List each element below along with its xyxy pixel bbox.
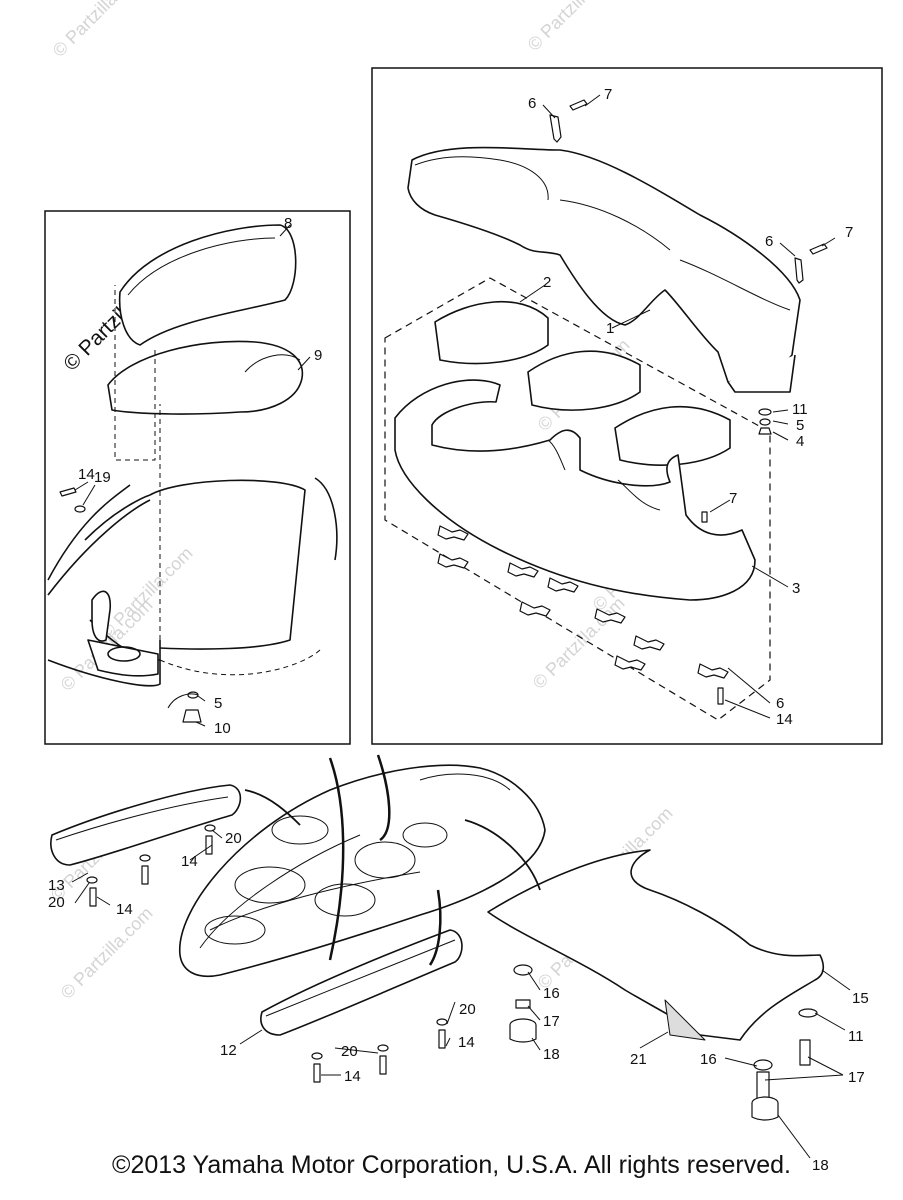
backrest-upper [407, 146, 801, 393]
callout-3: 3 [792, 580, 800, 597]
backrest-cushion [118, 224, 297, 346]
callout-6: 6 [528, 95, 536, 112]
callout-14: 14 [116, 901, 133, 918]
fasteners-right [549, 99, 828, 705]
callout-13: 13 [48, 877, 65, 894]
callout-labels: 7 6 8 9 6 7 2 1 11 5 4 14 19 7 3 6 14 5 … [48, 86, 869, 1174]
assembly-outline [384, 277, 771, 721]
inset-panel-right [371, 67, 883, 745]
watermark: © Partzilla.com [524, 0, 624, 55]
callout-17: 17 [543, 1013, 560, 1030]
callout-2: 2 [543, 274, 551, 291]
assembly-arrows [244, 754, 541, 966]
callout-20: 20 [341, 1043, 358, 1060]
callout-10: 10 [214, 720, 231, 737]
callout-7: 7 [845, 224, 853, 241]
callout-5: 5 [796, 417, 804, 434]
callout-17: 17 [848, 1069, 865, 1086]
callout-7: 7 [604, 86, 612, 103]
bolts-bottom [86, 824, 448, 1083]
callout-14: 14 [344, 1068, 361, 1085]
callout-21: 21 [630, 1051, 647, 1068]
callout-11: 11 [792, 401, 808, 418]
callout-8: 8 [284, 215, 292, 232]
callout-1: 1 [606, 320, 614, 337]
side-cushion-13 [50, 784, 242, 866]
seat-cushions [434, 300, 731, 466]
callout-16: 16 [700, 1051, 717, 1068]
callout-20: 20 [48, 894, 65, 911]
callout-14: 14 [458, 1034, 475, 1051]
callout-18: 18 [543, 1046, 560, 1063]
hull-interior-left [47, 285, 338, 687]
callout-4: 4 [796, 433, 804, 450]
seat-base [394, 379, 756, 601]
callout-11: 11 [848, 1028, 864, 1045]
brackets [437, 525, 729, 679]
watermark: © Partzilla.com [49, 0, 149, 61]
floor-cover [487, 849, 825, 1041]
callout-12: 12 [220, 1042, 237, 1059]
callout-14: 14 [181, 853, 198, 870]
callout-20: 20 [459, 1001, 476, 1018]
callout-6: 6 [776, 695, 784, 712]
callout-5: 5 [214, 695, 222, 712]
copyright-notice: ©2013 Yamaha Motor Corporation, U.S.A. A… [112, 1151, 791, 1179]
callout-19: 19 [94, 469, 111, 486]
inset-panel-left [44, 210, 351, 745]
grommets [509, 964, 818, 1121]
watermark: © Partzilla.com [57, 903, 157, 1003]
callout-7: 7 [729, 490, 737, 507]
callout-14: 14 [78, 466, 95, 483]
callout-15: 15 [852, 990, 869, 1007]
callout-9: 9 [314, 347, 322, 364]
leader-lines [71, 94, 851, 1159]
callout-20: 20 [225, 830, 242, 847]
callout-14: 14 [776, 711, 793, 728]
callout-18: 18 [812, 1157, 829, 1174]
fasteners-left [59, 487, 202, 723]
callout-6: 6 [765, 233, 773, 250]
callout-16: 16 [543, 985, 560, 1002]
boat-hull [179, 764, 546, 977]
seat-cushion-left [107, 340, 304, 415]
